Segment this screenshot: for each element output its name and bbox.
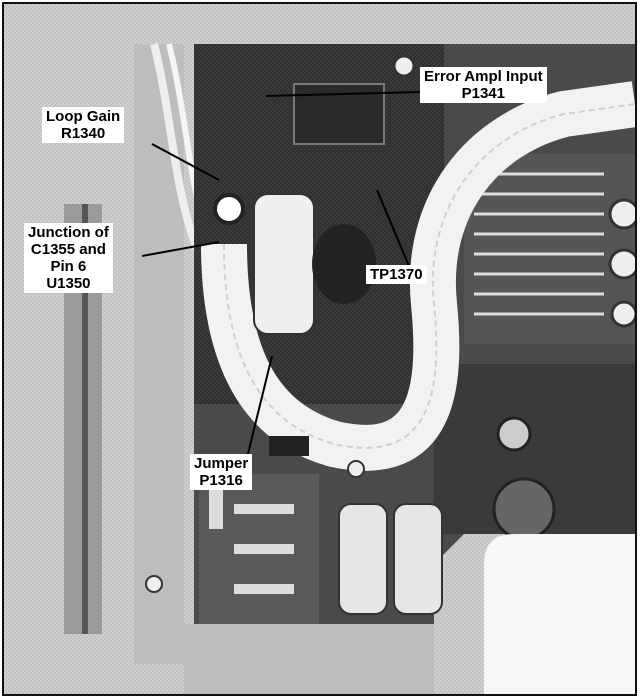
jumper-label: Jumper P1316 xyxy=(190,454,253,490)
junction-line-4: U1350 xyxy=(46,275,91,292)
jumper-line-2: P1316 xyxy=(199,472,243,489)
loop-gain-label: Loop Gain R1340 xyxy=(42,107,125,143)
circuit-board-photo xyxy=(4,4,635,694)
error-ampl-input-label: Error Ampl Input P1341 xyxy=(420,67,547,103)
leader-lines xyxy=(141,91,421,463)
error-ampl-input-line-2: P1341 xyxy=(461,85,505,102)
junction-line-2: C1355 and xyxy=(30,241,106,258)
junction-label: Junction of C1355 and Pin 6 U1350 xyxy=(24,223,113,293)
loop-gain-line-1: Loop Gain xyxy=(46,108,121,125)
tp1370-line-1: TP1370 xyxy=(370,266,423,283)
junction-line-1: Junction of xyxy=(28,224,109,241)
loop-gain-line-2: R1340 xyxy=(60,125,106,142)
jumper-line-1: Jumper xyxy=(194,455,249,472)
tp1370-label: TP1370 xyxy=(366,265,427,284)
error-ampl-input-line-1: Error Ampl Input xyxy=(424,68,543,85)
junction-line-3: Pin 6 xyxy=(50,258,87,275)
